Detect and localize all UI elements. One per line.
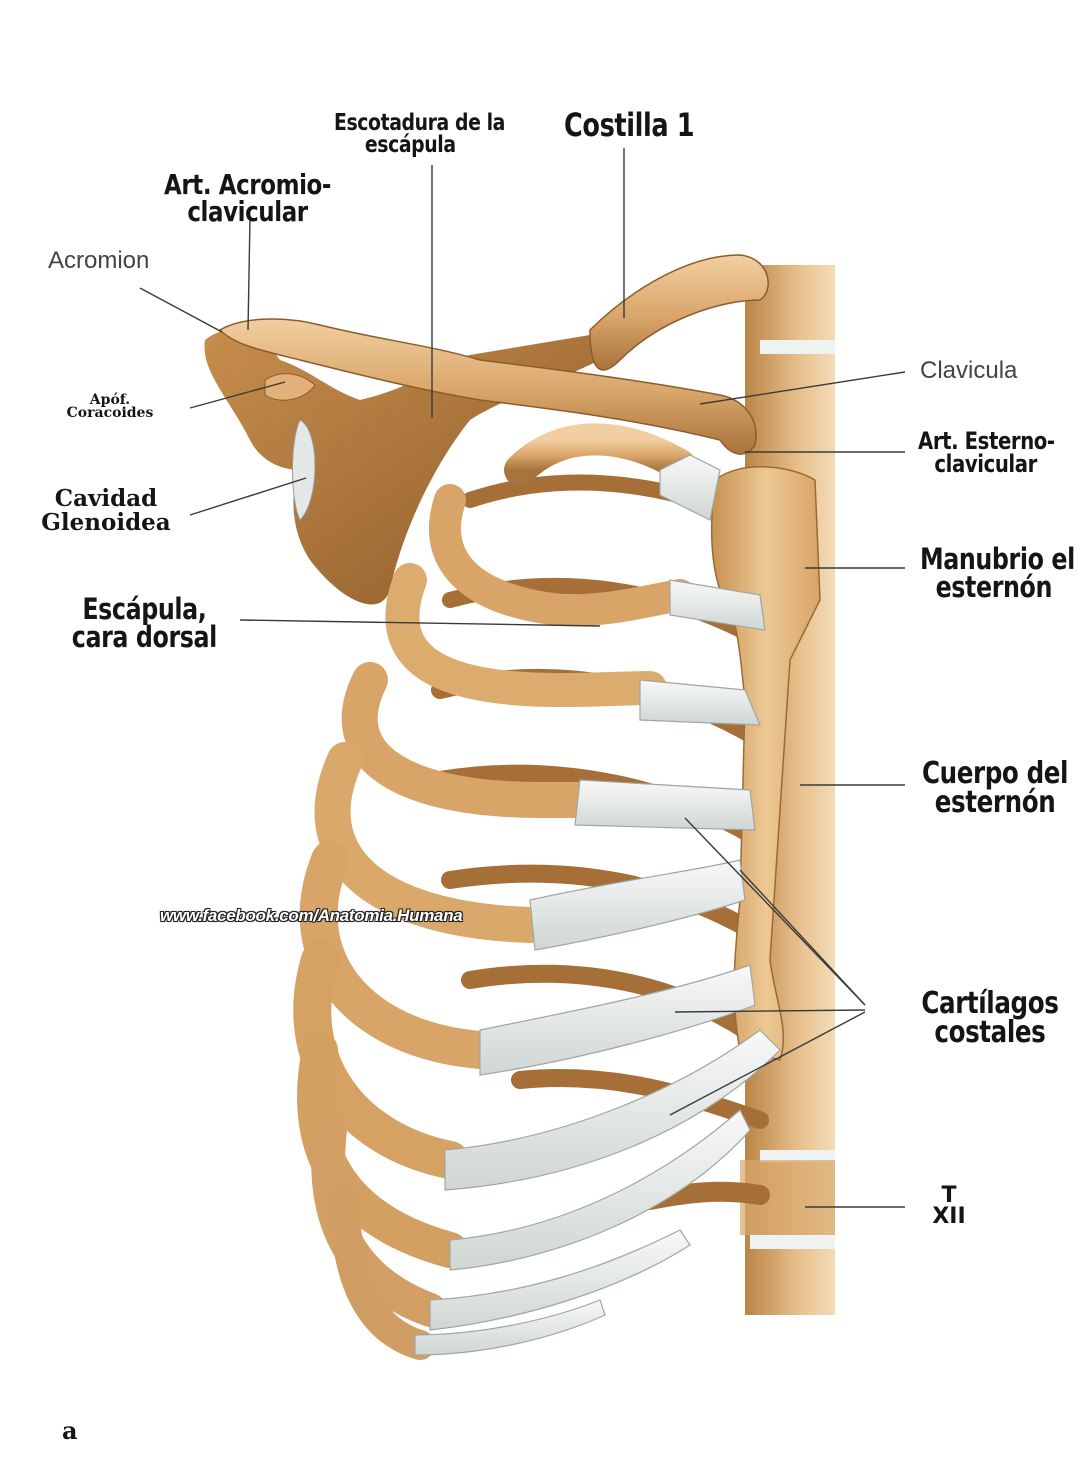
label-acromion: Acromion [48,247,150,274]
label-line: Apóf. [89,392,131,408]
label-art-esternoclavicular: Art. Esterno- clavicular [918,427,1055,478]
costal-cartilages [414,454,781,1356]
label-line: Coracoides [66,405,154,422]
label-line: XII [932,1203,966,1229]
label-line: esternón [935,569,1053,604]
label-line: esternón [934,784,1056,820]
label-cuerpo-esternon: Cuerpo del esternón [920,756,1070,820]
label-vertebra-txii: T XII [922,1183,976,1229]
label-escapula-cara-dorsal: Escápula, cara dorsal [64,592,225,654]
label-apof-coracoides: Apóf. Coracoides [38,392,182,422]
label-line: Cuerpo del [921,756,1069,791]
rib-1 [589,254,769,371]
label-line: Escotadura de la [334,110,506,136]
label-art-acromioclavicular: Art. Acromio- clavicular [164,168,332,228]
label-costilla-1: Costilla 1 [564,106,695,144]
label-line: Escápula, [82,592,207,626]
label-line: Cartílagos [921,986,1059,1021]
label-line: Art. Acromio- [164,168,332,201]
label-line: Manubrio el [920,542,1075,576]
label-cavidad-glenoidea: Cavidad Glenoidea [20,485,192,537]
label-clavicula: Clavicula [920,357,1018,384]
label-line: cara dorsal [71,619,218,654]
label-cartilagos-costales: Cartílagos costales [912,986,1068,1050]
clavicle [218,318,757,455]
label-line: escápula [364,131,456,158]
label-escotadura-escapula: Escotadura de la escápula [334,110,506,158]
label-line: costales [934,1014,1046,1050]
label-line: Glenoidea [41,509,171,537]
anterior-ribs [293,423,696,1360]
label-line: Cavidad [54,485,158,512]
label-manubrio-esternon: Manubrio el esternón [920,542,1075,604]
figure-letter: a [62,1416,78,1445]
label-line: Art. Esterno- [918,427,1055,455]
leader-lines [139,148,906,1208]
label-line: clavicular [934,449,1037,478]
label-line: clavicular [187,194,308,228]
watermark-url: www.facebook.com/Anatomia.Humana [160,906,463,925]
label-line: T [941,1183,957,1208]
